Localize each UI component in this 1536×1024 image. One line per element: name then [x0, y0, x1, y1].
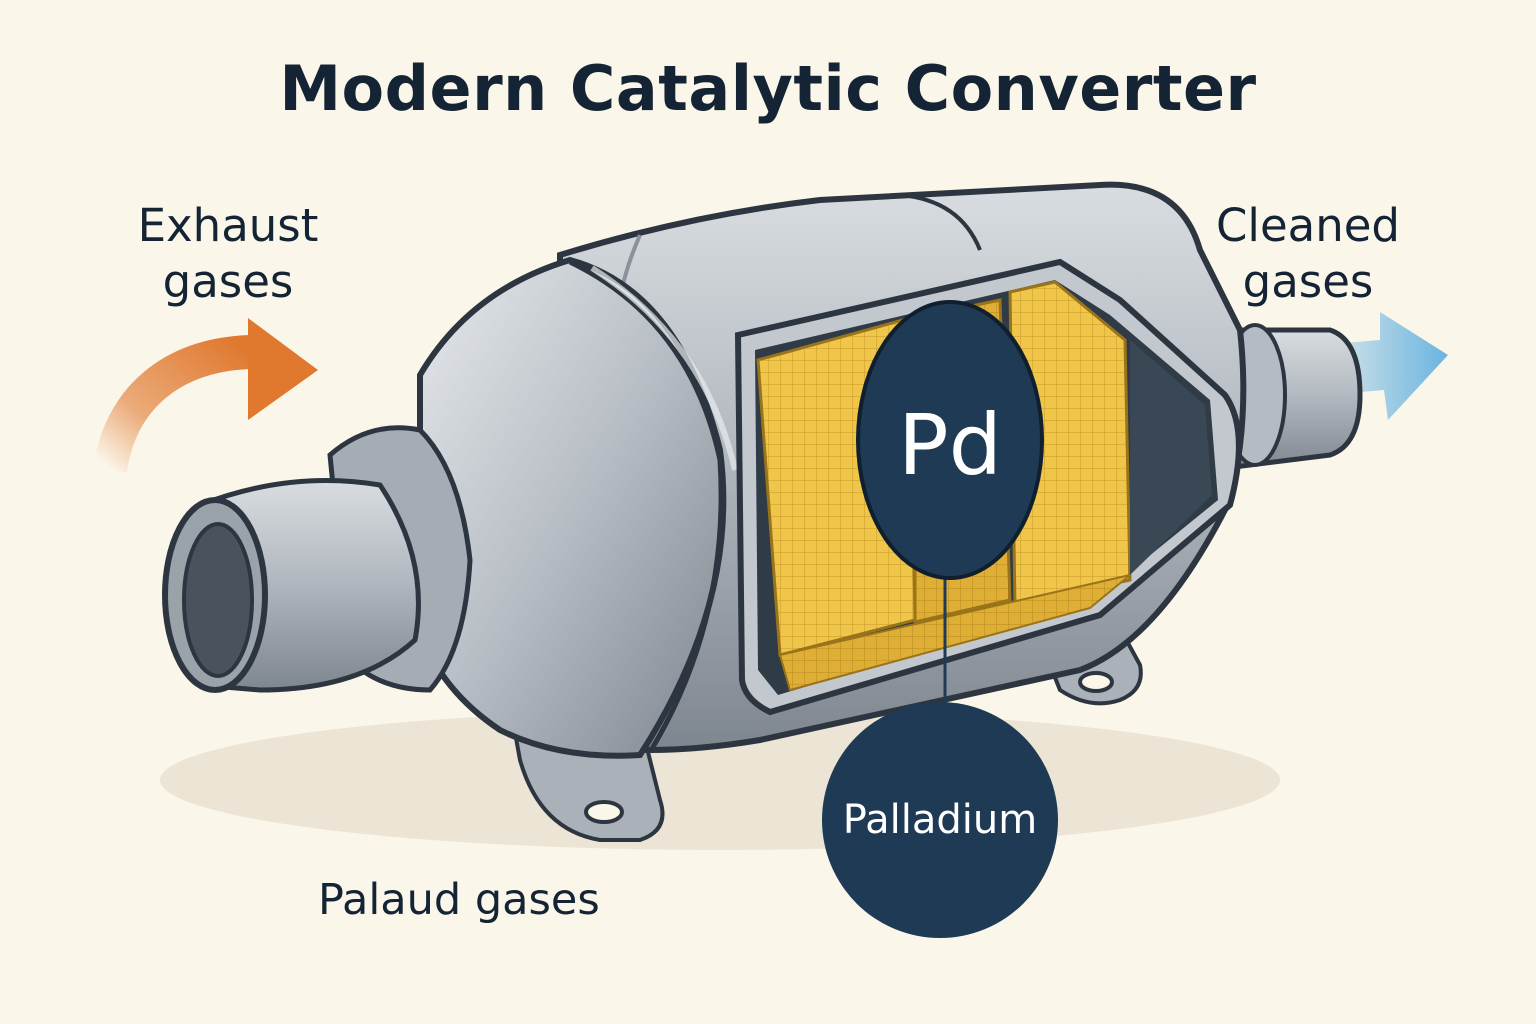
inlet-cone — [417, 256, 738, 759]
element-name: Palladium — [842, 797, 1038, 843]
inlet-arrow — [93, 318, 318, 473]
substrate-block-back — [1008, 280, 1132, 607]
bottom-label: Palaud gases — [318, 875, 600, 925]
inlet-pipe — [162, 478, 421, 693]
inlet-label: Exhaust gases — [137, 199, 319, 308]
outlet-arrow — [1320, 312, 1448, 420]
pd-badge — [856, 300, 1044, 580]
element-symbol: Pd — [898, 396, 1002, 494]
palladium-badge — [822, 702, 1058, 938]
substrate-floor — [778, 574, 1131, 692]
outlet-label: Cleaned gases — [1216, 199, 1400, 308]
page-title: Modern Catalytic Converter — [279, 52, 1257, 125]
